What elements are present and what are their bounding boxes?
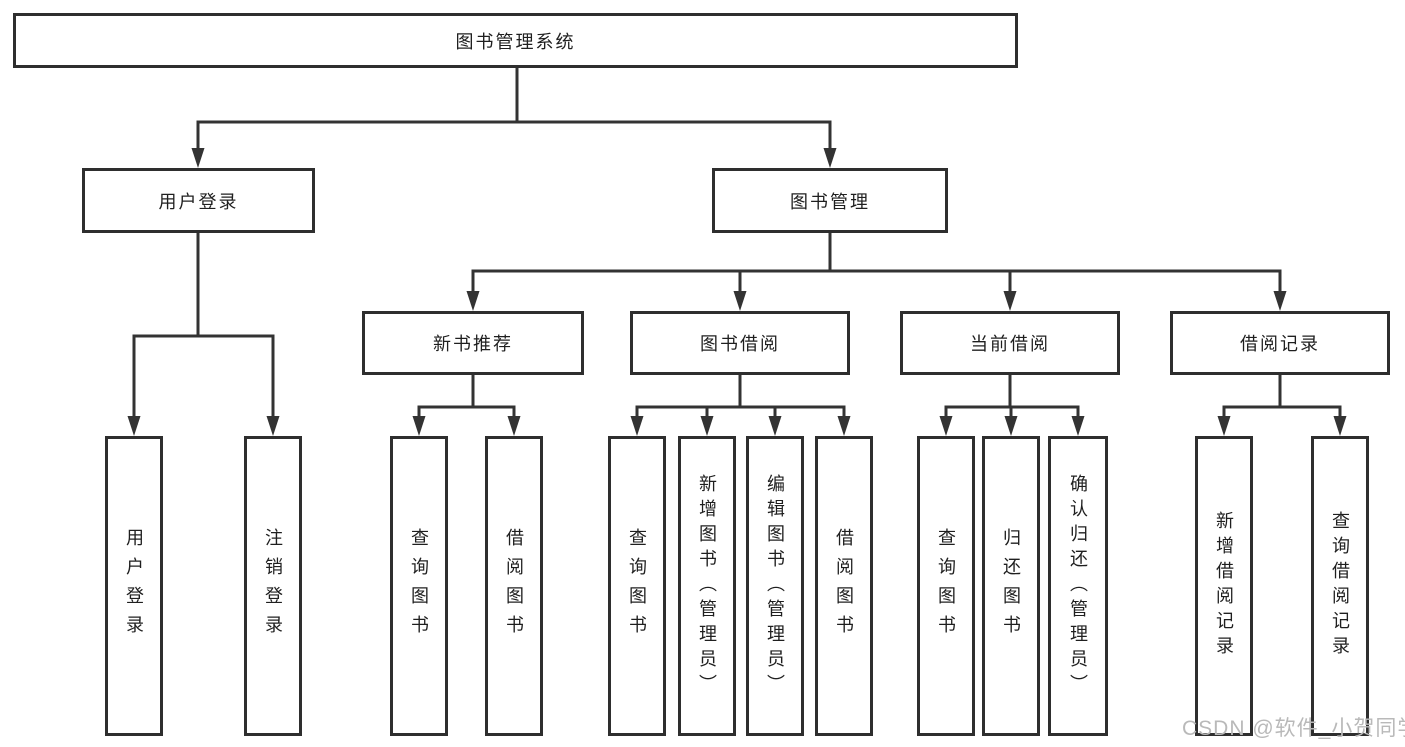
leaf-return-books: 归还图书 xyxy=(982,436,1040,736)
node-label: 借阅图书 xyxy=(504,528,524,644)
leaf-query-books-recommend: 查询图书 xyxy=(390,436,448,736)
csdn-watermark: CSDN @软件_小贺同学 xyxy=(1182,717,1405,740)
node-book-management: 图书管理 xyxy=(712,168,948,233)
node-book-borrow: 图书借阅 xyxy=(630,311,850,375)
node-label: 图书管理系统 xyxy=(455,31,576,52)
node-label: 用户登录 xyxy=(158,191,239,212)
leaf-logout-login: 注销登录 xyxy=(244,436,302,736)
node-label: 确认归还（管理员） xyxy=(1068,473,1088,699)
node-label: 查询借阅记录 xyxy=(1330,511,1350,661)
node-label: 新增借阅记录 xyxy=(1214,511,1234,661)
node-label: 图书管理 xyxy=(790,191,870,212)
leaf-add-books-admin: 新增图书（管理员） xyxy=(678,436,736,736)
node-label: 查询图书 xyxy=(627,528,647,644)
leaf-edit-books-admin: 编辑图书（管理员） xyxy=(746,436,804,736)
node-user-login: 用户登录 xyxy=(82,168,315,233)
node-borrow-records: 借阅记录 xyxy=(1170,311,1390,375)
node-label: 注销登录 xyxy=(263,528,283,644)
node-label: 新书推荐 xyxy=(433,334,513,354)
arrowheads xyxy=(127,148,1347,436)
leaf-confirm-return-admin: 确认归还（管理员） xyxy=(1048,436,1108,736)
leaf-add-borrow-record: 新增借阅记录 xyxy=(1195,436,1253,736)
node-book-management-system: 图书管理系统 xyxy=(13,13,1018,68)
leaf-query-borrow-record: 查询借阅记录 xyxy=(1311,436,1369,736)
node-label: 查询图书 xyxy=(936,528,956,644)
leaf-user-login: 用户登录 xyxy=(105,436,163,736)
leaf-query-books-borrow: 查询图书 xyxy=(608,436,666,736)
leaf-borrow-books-recommend: 借阅图书 xyxy=(485,436,543,736)
node-label: 归还图书 xyxy=(1001,528,1021,644)
node-current-borrow: 当前借阅 xyxy=(900,311,1120,375)
node-label: 编辑图书（管理员） xyxy=(765,473,785,699)
node-new-book-recommend: 新书推荐 xyxy=(362,311,584,375)
node-label: 新增图书（管理员） xyxy=(697,473,717,699)
leaf-query-books-current: 查询图书 xyxy=(917,436,975,736)
leaf-borrow-books-borrow: 借阅图书 xyxy=(815,436,873,736)
node-label: 借阅图书 xyxy=(834,528,854,644)
node-label: 当前借阅 xyxy=(970,334,1050,354)
node-label: 用户登录 xyxy=(124,528,144,644)
node-label: 查询图书 xyxy=(409,528,429,644)
node-label: 借阅记录 xyxy=(1240,334,1320,354)
node-label: 图书借阅 xyxy=(700,334,780,354)
